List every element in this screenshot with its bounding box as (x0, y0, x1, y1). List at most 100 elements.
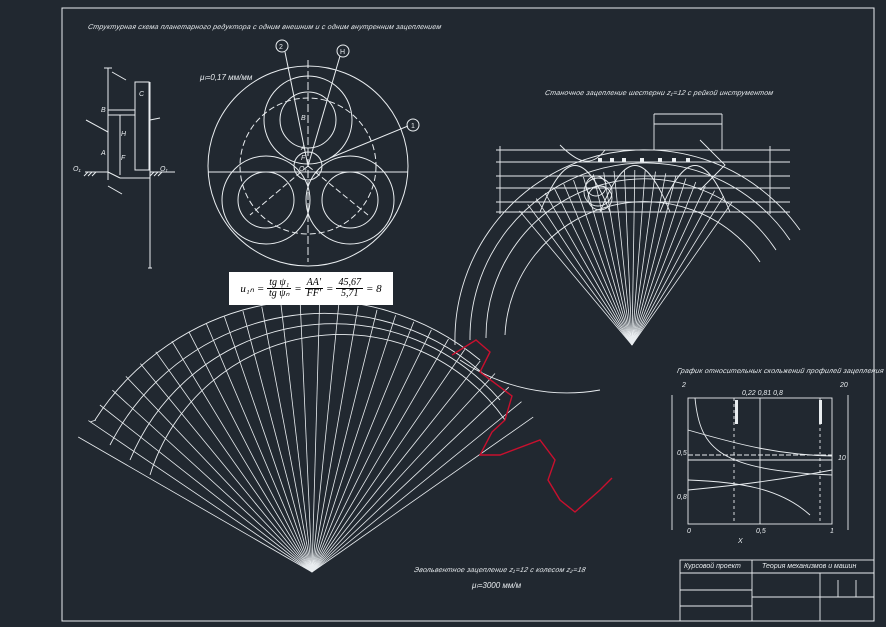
pinion-ray (631, 169, 636, 346)
graph-right-top: 20 (840, 382, 848, 389)
gear-ray (311, 416, 534, 573)
formula-frac3-num: 45,67 (336, 276, 363, 289)
pinion-ray (631, 190, 715, 346)
pinion-ray (631, 175, 677, 346)
pinion-ray (631, 201, 733, 346)
gear-ray (311, 321, 415, 573)
formula-frac2-num: AA' (304, 276, 324, 289)
planetary-label-A: A (300, 145, 306, 152)
scheme-label-A: A (100, 150, 106, 157)
pinion-ray (613, 170, 633, 346)
graph-x1: 1 (830, 528, 834, 535)
pinion-ray (563, 183, 633, 346)
pinion-ray (583, 176, 633, 346)
gear-ray (261, 306, 313, 573)
graph-y-top: 2 (682, 382, 686, 389)
profile-title: Станочное зацепление шестерни z₁=12 с ре… (544, 90, 774, 97)
planetary-circle-H: H (340, 49, 345, 56)
pinion-ray (631, 185, 706, 346)
pinion-ray (631, 173, 667, 346)
formula-frac3-den: 5,71 (340, 288, 359, 299)
gear-ray (280, 303, 313, 573)
gear-ray (311, 329, 432, 573)
graph-x-mid: 0,5 (756, 528, 766, 535)
gear-ray (311, 373, 496, 573)
gear-ray (112, 389, 313, 573)
pinion-ray (631, 171, 656, 346)
graph-y-low: 0,8 (677, 494, 687, 501)
gear-ray (299, 302, 313, 573)
pinion-ray (519, 210, 633, 346)
scheme-label-O1-left: O₁ (73, 166, 81, 173)
pinion-ray (535, 198, 633, 346)
pinion-ray (631, 178, 687, 346)
title-block (679, 559, 875, 622)
planetary-diagram (207, 39, 420, 267)
formula-frac1-den: tg ψₙ (268, 288, 290, 299)
sheet-frame (61, 7, 875, 622)
formula-lhs: u₁ₙ = (240, 283, 265, 295)
formula-frac1-num: tg ψ₁ (267, 276, 292, 289)
scheme-label-C: C (139, 91, 145, 98)
scheme-title: Структурная схема планетарного редуктора… (87, 24, 443, 31)
gear-ray (205, 323, 313, 573)
gear-ray (311, 303, 340, 573)
pinion-circles (454, 149, 801, 394)
gear-ray (311, 401, 522, 573)
pinion-ray (631, 170, 646, 346)
gear-mesh-rays (77, 302, 534, 573)
involute-profile-red (451, 339, 613, 513)
pinion-rays (519, 169, 733, 346)
gear-ray (171, 340, 313, 573)
gear-ray (99, 404, 313, 573)
title-block-course: Курсовой проект (684, 563, 741, 570)
graph-x-axis: X (738, 538, 743, 545)
gear-ray (311, 302, 320, 573)
formula-result: = 8 (365, 282, 382, 295)
gear-ray (311, 349, 466, 573)
formula-fraction-segments: AA' FF' (304, 276, 324, 300)
scheme-label-O1-right: O₁ (160, 166, 168, 173)
graph-x0: 0 (687, 528, 691, 535)
gear-ray (311, 386, 510, 573)
pinion-ray (593, 174, 633, 346)
gear-ray (311, 305, 359, 573)
planetary-label-B: B (301, 115, 306, 122)
graph-right-mid: 10 (838, 455, 846, 462)
graph-header: 0,22 0,81 0,8 (742, 390, 783, 397)
scheme-label-F: F (121, 155, 126, 162)
gear-mesh-title: Эвольвентное зацепление z₁=12 с колесом … (413, 567, 587, 574)
gear-ray (311, 315, 396, 573)
pinion-ray (553, 188, 633, 346)
gear-ray (155, 351, 313, 573)
gear-mesh-scale: μₗ=3000 мм/м (472, 581, 522, 590)
pinion-ray (631, 195, 725, 346)
gear-ray (188, 331, 313, 573)
planetary-label-O: O₁ (299, 166, 307, 173)
gear-ratio-formula: u₁ₙ = tg ψ₁ tg ψₙ = AA' FF' = 45,67 5,71… (229, 272, 393, 305)
scheme-label-H: H (121, 131, 127, 138)
gear-ray (311, 309, 378, 573)
gear-ray (311, 338, 449, 573)
formula-fraction-tg: tg ψ₁ tg ψₙ (267, 276, 292, 300)
gear-ray (224, 316, 313, 573)
formula-eq2: = (326, 282, 334, 295)
formula-eq1: = (294, 282, 302, 295)
formula-fraction-values: 45,67 5,71 (336, 276, 363, 300)
pinion-ray (544, 192, 633, 346)
planetary-circle-1: 1 (411, 123, 415, 130)
pinion-ray (631, 181, 697, 346)
planetary-scale: μₗ=0,17 мм/мм (200, 73, 253, 82)
graph-title: График относительных скольжений профилей… (676, 368, 885, 375)
formula-frac2-den: FF' (306, 288, 322, 299)
gear-ray (88, 420, 313, 573)
gear-ray (311, 360, 481, 573)
structural-scheme (83, 67, 175, 269)
graph-thick-marks (735, 400, 822, 424)
graph-y-mid: 0,5 (677, 450, 687, 457)
rack-hatch-marks (598, 158, 690, 162)
gear-ray (125, 376, 313, 573)
gear-ray (140, 363, 313, 573)
gear-ray (242, 310, 313, 573)
